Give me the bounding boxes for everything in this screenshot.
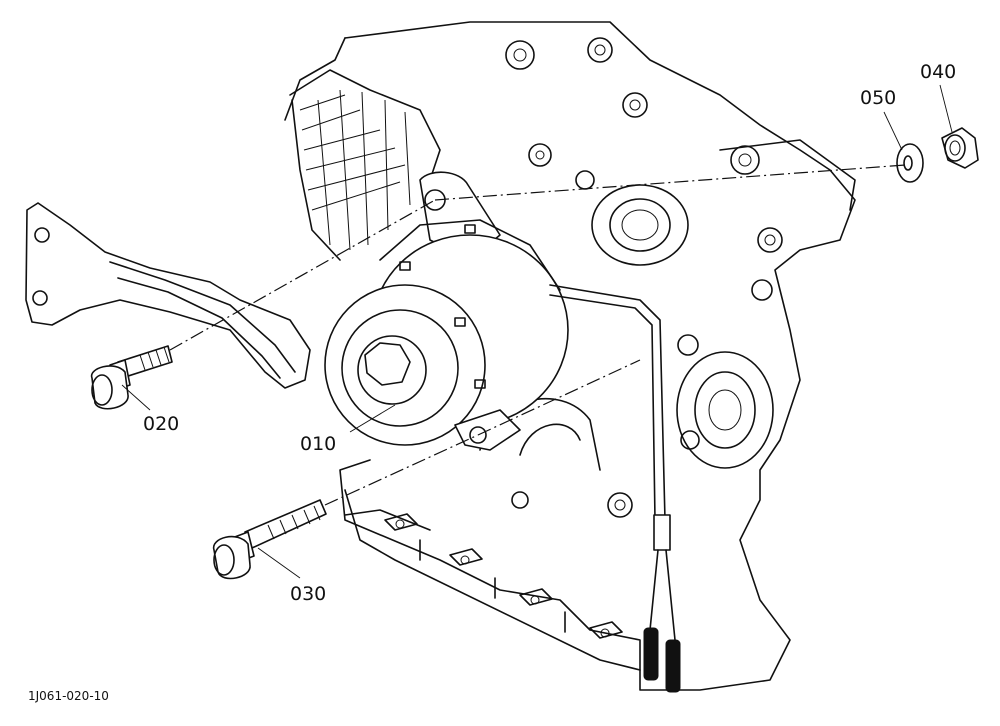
callout-020: 020 [143, 413, 179, 435]
callout-040: 040 [920, 61, 956, 83]
callout-010: 010 [300, 433, 336, 455]
alternator [324, 171, 681, 693]
washer-050 [896, 143, 924, 183]
bolt-030 [213, 499, 327, 580]
nut-040 [941, 127, 979, 169]
callout-030: 030 [290, 583, 326, 605]
assembly-centerlines [169, 164, 906, 506]
engine-block [284, 21, 856, 691]
callout-leaders [121, 84, 953, 579]
alternator-bracket [25, 202, 311, 389]
drawing-reference: 1J061-020-10 [28, 689, 109, 703]
bolt-020 [91, 345, 173, 410]
callout-050: 050 [860, 87, 896, 109]
